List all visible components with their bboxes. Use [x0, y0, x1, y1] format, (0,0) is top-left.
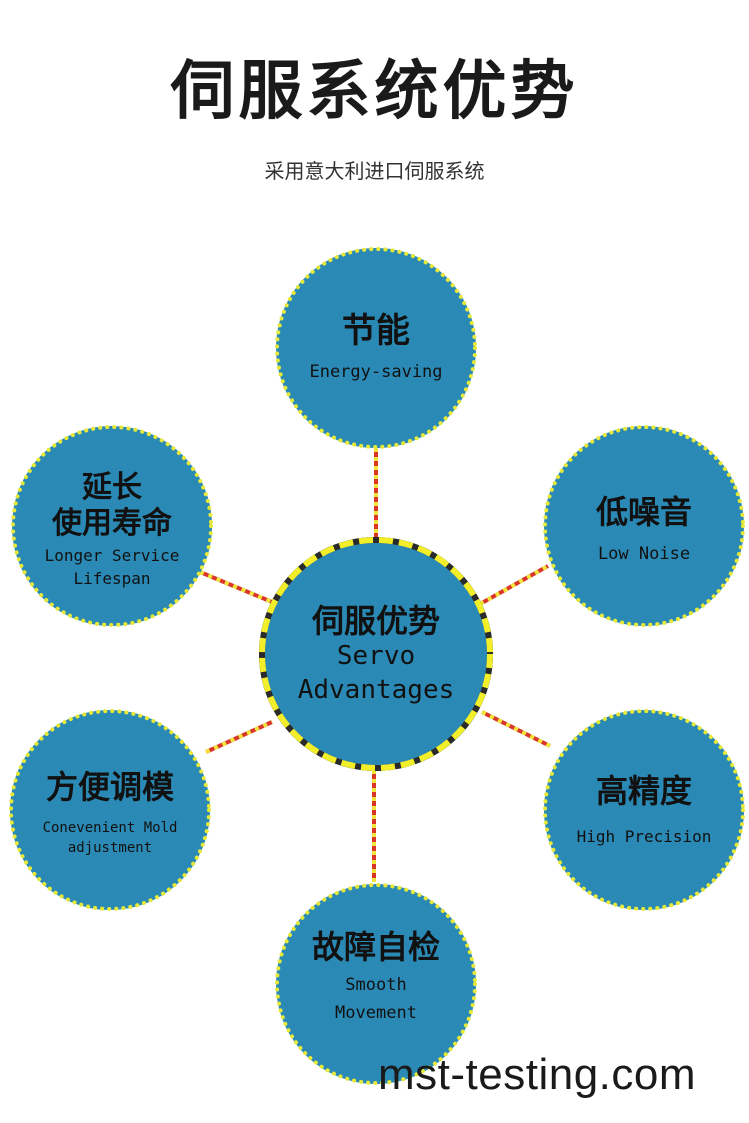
- node-lifespan-en-2: Lifespan: [73, 569, 151, 588]
- connector-precision: [481, 710, 551, 748]
- node-noise-en: Low Noise: [597, 543, 691, 564]
- circle-noise: [543, 425, 745, 627]
- circle-precision: [543, 709, 745, 911]
- node-center: 伺服优势 Servo Advantages: [270, 590, 482, 720]
- node-noise-cn: 低噪音: [595, 493, 692, 532]
- connector-noise: [479, 564, 549, 606]
- watermark-text: mst-testing.com: [378, 1050, 697, 1099]
- circle-energy: [275, 247, 477, 449]
- node-mold-en-1: Conevenient Mold: [42, 819, 178, 836]
- circle-lifespan: [11, 425, 213, 627]
- node-mold: 方便调模 Conevenient Mold adjustment: [14, 748, 206, 878]
- node-fault-cn: 故障自检: [311, 928, 440, 967]
- connector-lifespan: [199, 570, 273, 604]
- circle-mold: [9, 709, 211, 911]
- node-precision-cn: 高精度: [595, 772, 692, 811]
- node-center-en-2: Advantages: [297, 675, 455, 706]
- node-center-cn: 伺服优势: [311, 602, 440, 640]
- circle-fault: [275, 883, 477, 1085]
- node-mold-en-2: adjustment: [67, 840, 153, 857]
- node-fault: 故障自检 Smooth Movement: [276, 912, 476, 1042]
- node-energy-en: Energy-saving: [309, 362, 443, 383]
- node-energy-cn: 节能: [342, 311, 410, 352]
- node-lifespan-cn-2: 使用寿命: [52, 505, 172, 541]
- node-noise: 低噪音 Low Noise: [550, 470, 738, 590]
- circle-center: [259, 537, 493, 771]
- connector-lines: [199, 448, 551, 882]
- node-precision-en: High Precision: [576, 826, 712, 846]
- node-fault-en-2: Movement: [335, 1003, 417, 1024]
- connector-mold: [205, 720, 273, 754]
- node-precision: 高精度 High Precision: [548, 755, 740, 865]
- node-energy: 节能 Energy-saving: [276, 268, 476, 428]
- node-lifespan-cn-1: 延长: [82, 469, 142, 505]
- node-center-en-1: Servo: [336, 641, 416, 672]
- page-subtitle: 采用意大利进口伺服系统: [264, 159, 485, 183]
- node-lifespan: 延长 使用寿命 Longer Service Lifespan: [18, 455, 206, 605]
- node-mold-cn: 方便调模: [45, 767, 174, 806]
- node-lifespan-en-1: Longer Service: [44, 545, 180, 565]
- node-fault-en-1: Smooth: [345, 974, 407, 995]
- page-title: 伺服系统优势: [170, 55, 579, 129]
